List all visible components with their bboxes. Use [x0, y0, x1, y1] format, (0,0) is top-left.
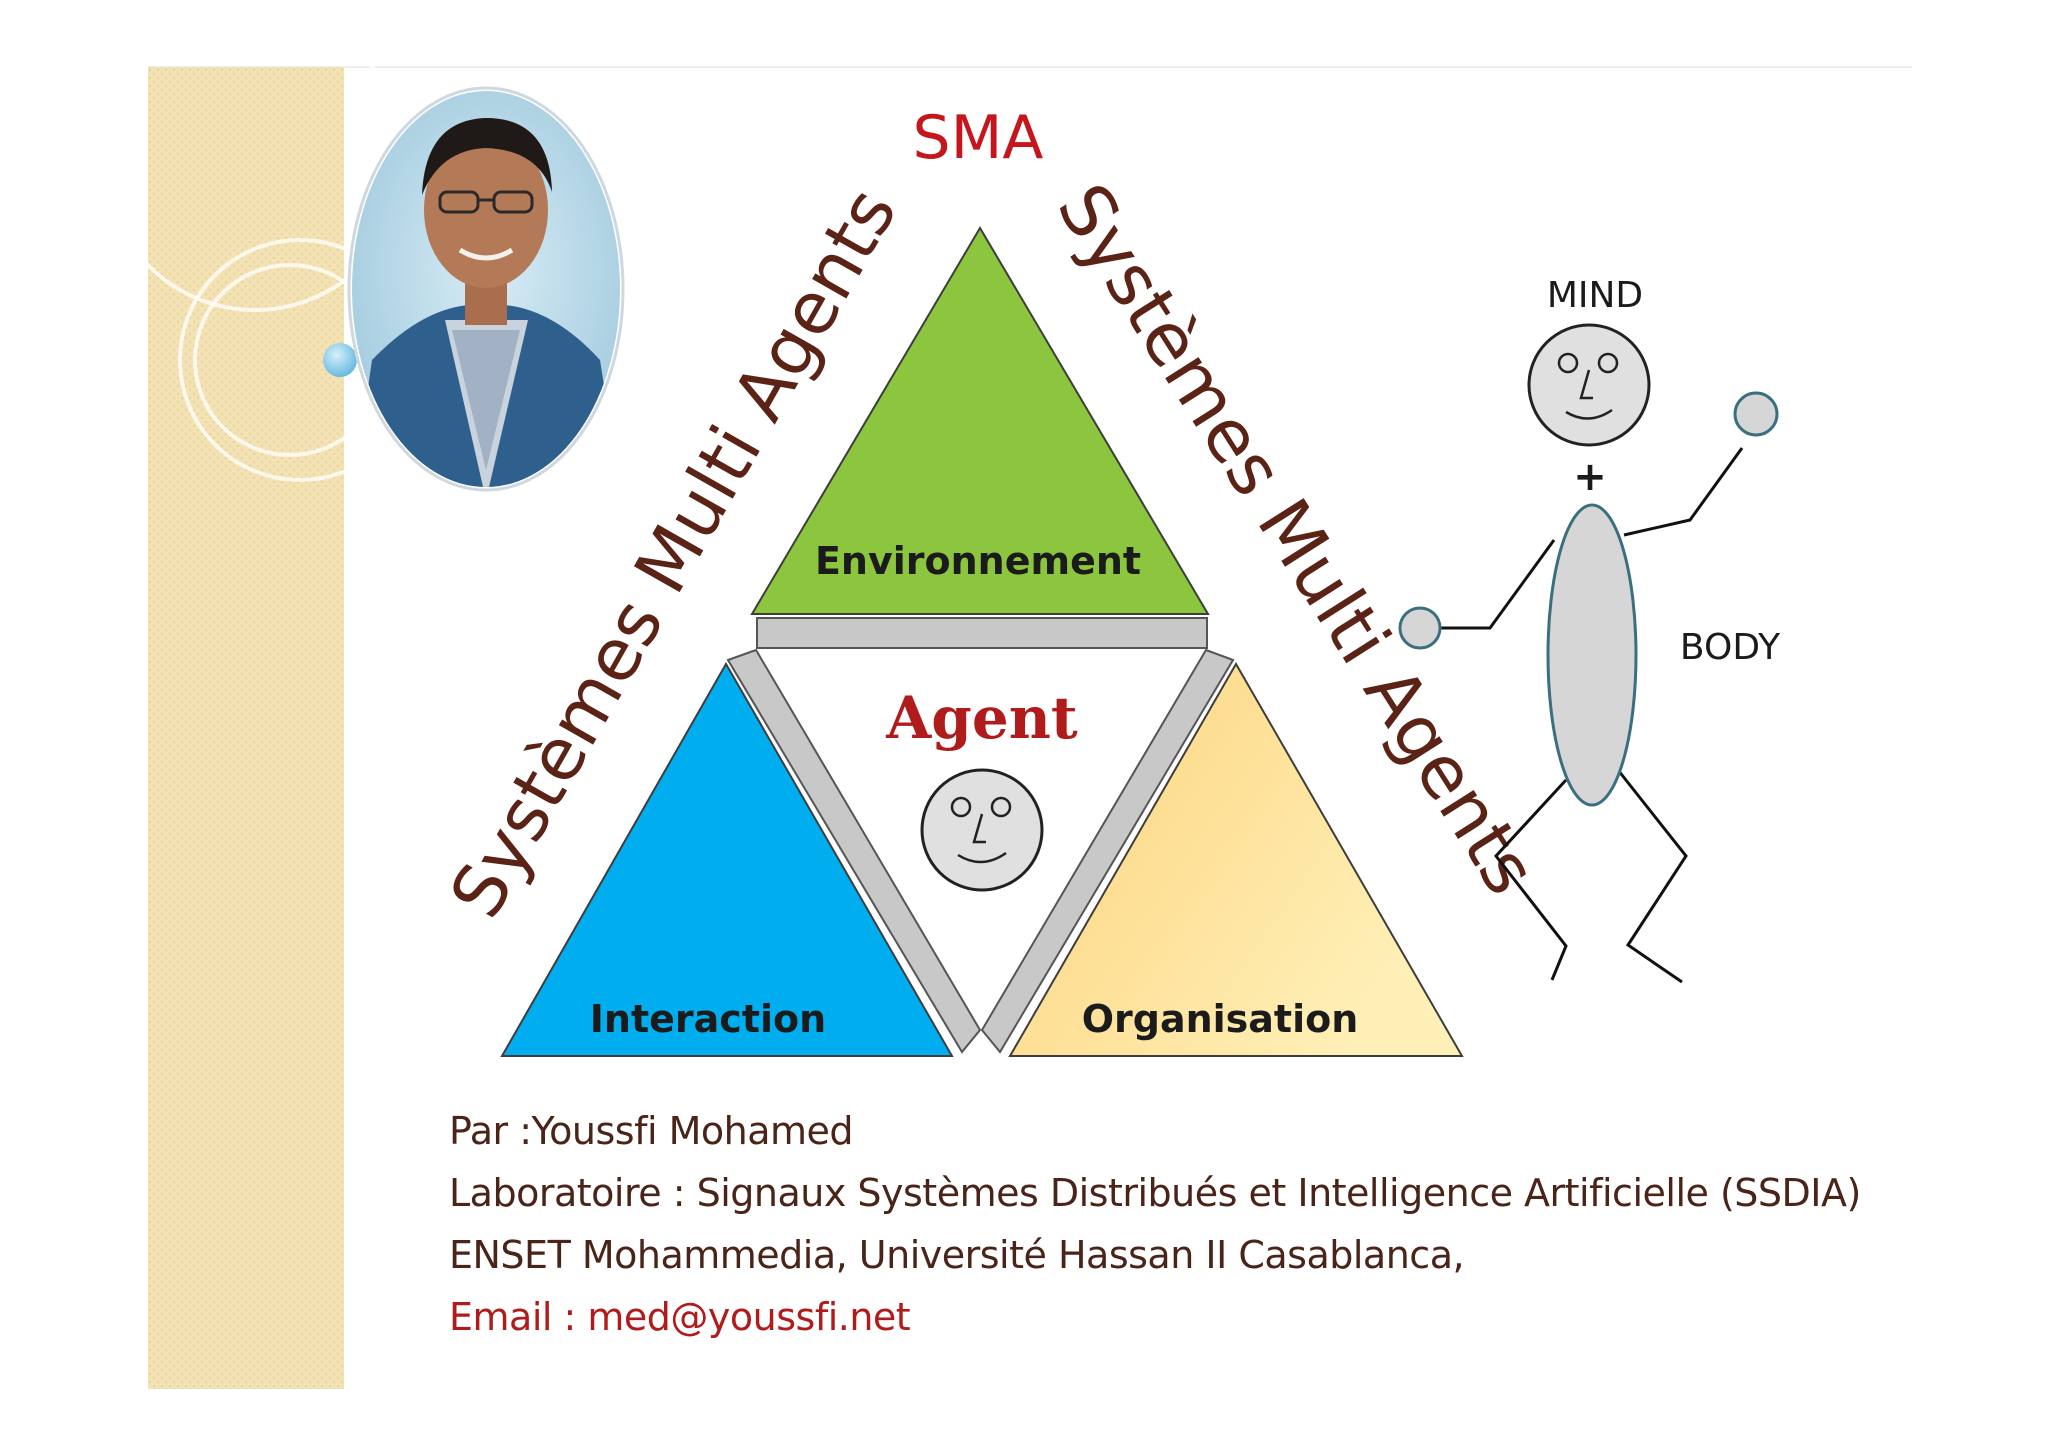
center-label-agent: Agent — [885, 684, 1078, 752]
connector-bands — [726, 617, 1235, 1054]
label-interaction: Interaction — [590, 997, 826, 1041]
triangle-environnement — [750, 226, 1210, 615]
mind-face-icon — [1527, 323, 1651, 447]
triangle-organisation — [1008, 661, 1464, 1057]
decorative-side-strip — [103, 8, 422, 1389]
author-name: Par :Youssfi Mohamed — [449, 1109, 854, 1153]
author-portrait — [347, 86, 625, 492]
mind-body-figure: MIND + BODY — [1398, 275, 1781, 984]
diagram-title: SMA — [913, 103, 1044, 173]
email-line[interactable]: Email : med@youssfi.net — [449, 1295, 911, 1339]
label-body: BODY — [1680, 627, 1781, 668]
label-mind: MIND — [1547, 275, 1643, 316]
triangle-interaction — [500, 661, 954, 1057]
strip-knob-icon — [323, 343, 357, 377]
author-info: Par :Youssfi Mohamed Laboratoire : Signa… — [449, 1100, 2009, 1348]
label-plus: + — [1573, 454, 1607, 500]
school-line: ENSET Mohammedia, Université Hassan II C… — [449, 1233, 1465, 1277]
agent-face-icon — [920, 768, 1044, 892]
label-organisation: Organisation — [1082, 997, 1359, 1041]
laboratory-line: Laboratoire : Signaux Systèmes Distribué… — [449, 1171, 1861, 1215]
label-environnement: Environnement — [815, 539, 1141, 583]
